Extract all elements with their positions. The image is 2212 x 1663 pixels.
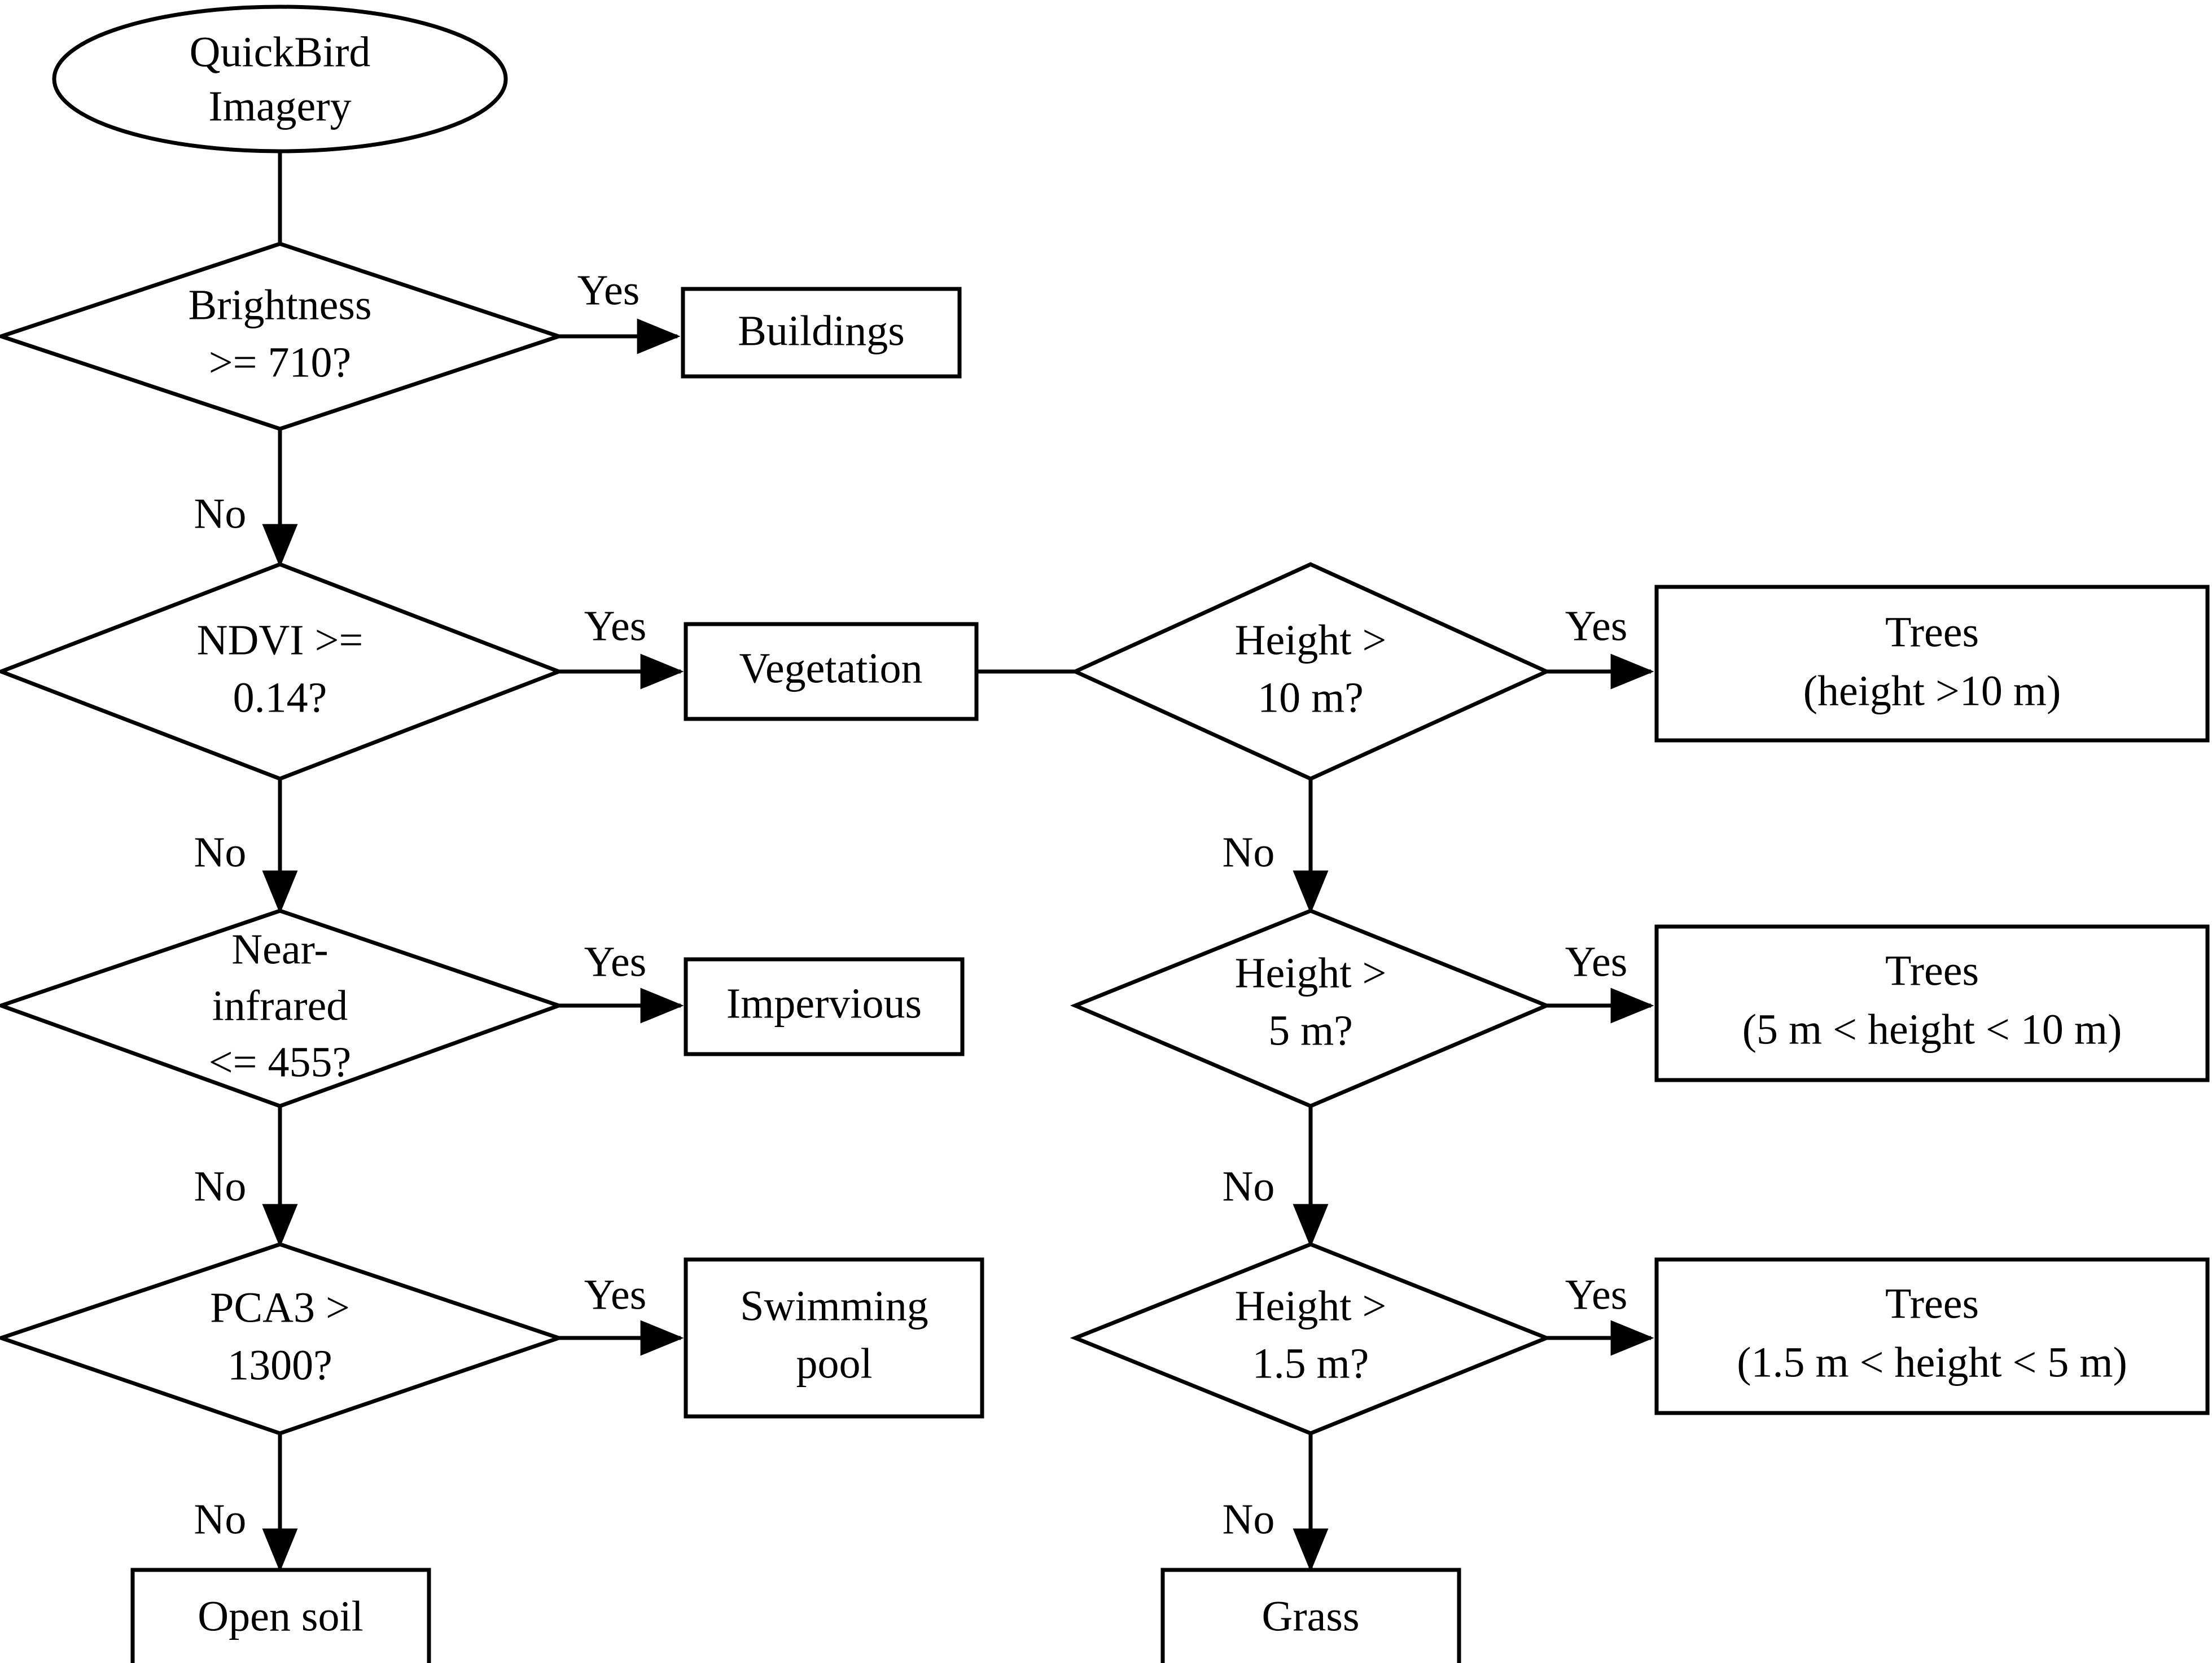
- node-trees10-line2: (height >10 m): [1803, 667, 2061, 714]
- node-open-soil-label: Open soil: [198, 1592, 363, 1640]
- node-buildings-label: Buildings: [738, 307, 905, 354]
- edge-label-height10-no: No: [1223, 828, 1275, 876]
- edge-label-ndvi-no: No: [194, 828, 247, 876]
- node-trees15-line1: Trees: [1885, 1280, 1979, 1327]
- node-vegetation: Vegetation: [684, 622, 979, 721]
- node-trees5-line2: (5 m < height < 10 m): [1742, 1006, 2122, 1053]
- node-height15-line1: Height >: [1235, 1282, 1387, 1329]
- node-trees-5-to-10m: Trees (5 m < height < 10 m): [1654, 924, 2210, 1082]
- node-ndvi-decision: NDVI >= 0.14?: [0, 562, 564, 781]
- edge-label-nir-no: No: [194, 1162, 247, 1210]
- edge-label-pca3-yes: Yes: [584, 1271, 647, 1318]
- node-source: QuickBird Imagery: [52, 5, 508, 153]
- node-brightness-line1: Brightness: [188, 281, 371, 328]
- node-height15-decision: Height > 1.5 m?: [1070, 1242, 1552, 1436]
- edge-label-brightness-no: No: [194, 490, 247, 537]
- node-brightness-line2: >= 710?: [209, 339, 351, 386]
- edge-label-pca3-no: No: [194, 1495, 247, 1543]
- node-near-infrared-decision: Near- infrared <= 455?: [0, 909, 565, 1108]
- node-trees5-line1: Trees: [1885, 947, 1979, 994]
- node-height10-line1: Height >: [1235, 616, 1387, 664]
- node-height10-line2: 10 m?: [1258, 674, 1364, 721]
- node-height5-line1: Height >: [1235, 949, 1387, 997]
- node-pca3-decision: PCA3 > 1300?: [0, 1242, 565, 1436]
- edge-label-height15-no: No: [1223, 1495, 1275, 1543]
- edge-label-nir-yes: Yes: [584, 938, 647, 985]
- node-height5-line2: 5 m?: [1268, 1007, 1353, 1054]
- edge-label-height15-yes: Yes: [1565, 1271, 1628, 1318]
- node-impervious-label: Impervious: [726, 980, 922, 1027]
- node-buildings: Buildings: [681, 287, 962, 379]
- node-pca3-line1: PCA3 >: [210, 1284, 350, 1331]
- node-pca3-line2: 1300?: [227, 1341, 332, 1389]
- node-swimming-pool: Swimming pool: [684, 1257, 984, 1419]
- node-trees-over-10m: Trees (height >10 m): [1654, 585, 2210, 743]
- node-trees-1p5-to-5m: Trees (1.5 m < height < 5 m): [1654, 1257, 2210, 1415]
- node-nir-line1: Near-: [231, 925, 328, 973]
- edge-label-ndvi-yes: Yes: [584, 602, 647, 650]
- node-source-line2: Imagery: [208, 82, 351, 130]
- edge-label-height10-yes: Yes: [1565, 602, 1628, 650]
- node-height5-decision: Height > 5 m?: [1070, 909, 1552, 1108]
- node-height10-decision: Height > 10 m?: [1070, 562, 1552, 781]
- edge-label-height5-no: No: [1223, 1162, 1275, 1210]
- node-open-soil: Open soil: [130, 1568, 431, 1663]
- node-nir-line3: <= 455?: [209, 1038, 351, 1086]
- node-source-line1: QuickBird: [190, 28, 371, 76]
- node-trees10-line1: Trees: [1885, 608, 1979, 656]
- node-swimming-pool-line2: pool: [796, 1340, 872, 1387]
- node-trees15-line2: (1.5 m < height < 5 m): [1737, 1339, 2127, 1386]
- node-height15-line2: 1.5 m?: [1252, 1340, 1369, 1387]
- node-swimming-pool-line1: Swimming: [740, 1282, 928, 1329]
- node-nir-line2: infrared: [212, 982, 348, 1029]
- node-grass: Grass: [1160, 1568, 1461, 1663]
- edge-label-height5-yes: Yes: [1565, 938, 1628, 985]
- node-ndvi-line2: 0.14?: [233, 674, 327, 721]
- node-impervious: Impervious: [684, 957, 965, 1056]
- node-vegetation-label: Vegetation: [739, 644, 922, 692]
- node-grass-label: Grass: [1262, 1592, 1359, 1640]
- edge-label-brightness-yes: Yes: [577, 266, 640, 314]
- node-ndvi-line1: NDVI >=: [197, 616, 363, 664]
- node-brightness-decision: Brightness >= 710?: [0, 242, 566, 431]
